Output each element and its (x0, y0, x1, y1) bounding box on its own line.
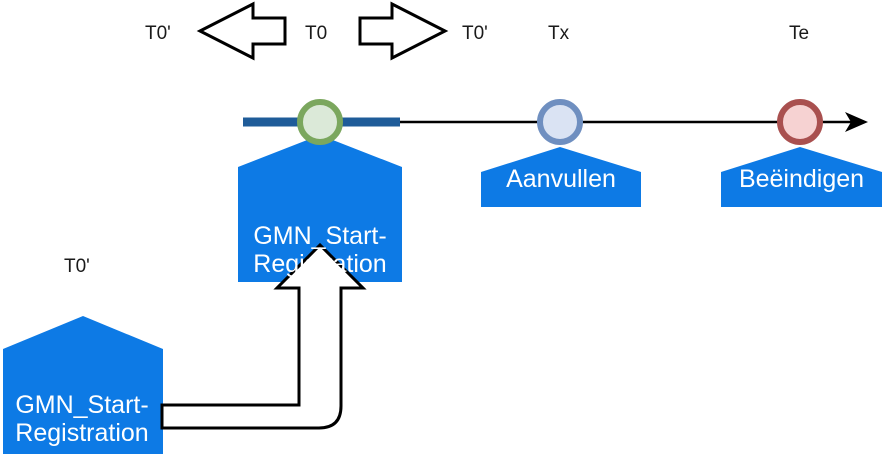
pentagon-aanvullen[interactable] (481, 147, 641, 207)
milestone-marker-beeindigen[interactable] (777, 99, 823, 145)
block-arrow-right-icon (358, 1, 449, 61)
label-t0-prime-bottom: T0' (64, 256, 90, 277)
milestone-marker-start-registration[interactable] (297, 99, 343, 145)
label-t0-prime-left: T0' (145, 23, 171, 44)
timeline-axis-arrowhead-icon (845, 112, 868, 132)
milestone-marker-aanvullen[interactable] (537, 99, 583, 145)
label-te: Te (789, 23, 810, 44)
pentagon-bottom-start-registration[interactable] (3, 316, 163, 454)
label-tx: Tx (548, 23, 570, 44)
label-t0-center: T0 (305, 23, 328, 44)
block-arrow-elbow-up-icon (160, 242, 367, 430)
pentagon-beeindigen[interactable] (721, 147, 882, 207)
pentagon-start-registration[interactable] (238, 135, 402, 282)
label-t0-prime-right: T0' (462, 23, 488, 44)
block-arrow-left-icon (196, 1, 287, 61)
